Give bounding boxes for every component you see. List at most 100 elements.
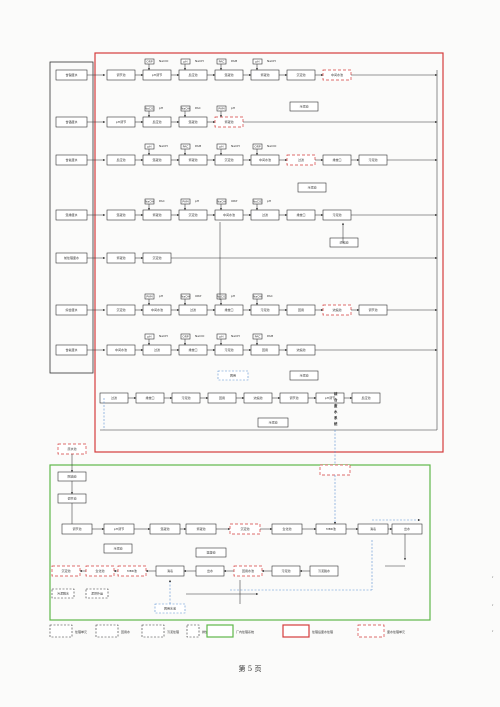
process-label: 回用水池 — [164, 606, 176, 611]
svg-text:r: r — [492, 575, 494, 579]
process-label: NaOH — [217, 200, 226, 204]
process-label: 过滤 — [262, 212, 268, 217]
process-label: 絮凝池 — [196, 526, 205, 531]
dosing-chemical: pH — [159, 294, 163, 298]
process-label: NaOH — [181, 295, 190, 299]
process-label: 浓缩池 — [339, 240, 348, 245]
process-label: 生化池 — [95, 568, 104, 573]
process-label: 隔油池 — [67, 474, 76, 479]
process-label: 中间水池 — [259, 157, 271, 162]
dosing-chemical: pH — [231, 106, 235, 110]
process-label: 调节池 — [72, 526, 81, 531]
dosing-chemical: pH — [159, 106, 163, 110]
process-label: 混排废水 — [65, 212, 77, 217]
red-system-frame — [94, 52, 444, 453]
process-label: 污泥池 — [332, 212, 341, 217]
legend-label: 处理后废水处理 — [312, 629, 333, 634]
process-label: 污泥池 — [299, 104, 308, 109]
dosing-chemical: PAM — [231, 59, 238, 63]
process-label: NaClO — [217, 295, 227, 299]
process-label: 排放口 — [296, 212, 305, 217]
process-label: 污泥池 — [268, 420, 277, 425]
process-label: 沉淀池 — [224, 157, 233, 162]
dosing-tag — [216, 105, 227, 112]
process-label: pH — [147, 335, 151, 339]
process-label: 排放口 — [145, 395, 154, 400]
process-label: 污泥池 — [368, 157, 377, 162]
process-label: 混凝池 — [224, 72, 233, 77]
process-label: 反应池 — [152, 119, 161, 124]
process-label: ORP — [146, 60, 152, 64]
process-label: 污泥池 — [181, 395, 190, 400]
legend-swatch — [206, 624, 234, 638]
process-label: NaOH — [181, 107, 190, 111]
process-label: 泥饼外运 — [91, 591, 103, 596]
process-label: 混凝池 — [206, 550, 215, 555]
process-label: 污泥脱水 — [318, 568, 330, 573]
process-label: 排放口 — [332, 157, 341, 162]
legend-label: 厂内处理系统 — [236, 629, 254, 634]
legend-label: 回用水 — [121, 629, 130, 634]
dosing-tag — [252, 143, 263, 150]
process-label: PAC — [219, 60, 225, 64]
process-label: 过滤 — [154, 347, 160, 352]
svg-text:系: 系 — [334, 415, 338, 420]
dosing-tag — [144, 58, 155, 65]
process-label: 过滤 — [111, 395, 117, 400]
dosing-tag — [180, 105, 191, 112]
process-label: 前处理废水 — [64, 255, 79, 260]
legend-swatch — [49, 624, 73, 638]
process-label: pH — [219, 335, 223, 339]
process-label: 调节池 — [116, 72, 125, 77]
page-number: 第 5 页 — [238, 665, 262, 673]
process-label: 排放口 — [188, 347, 197, 352]
process-label: 混凝池 — [160, 526, 169, 531]
legend-swatch — [95, 624, 119, 638]
dosing-chemical: NaOH — [267, 59, 276, 63]
dosing-chemical: NaClO — [159, 59, 169, 63]
process-label: NaClO — [145, 107, 155, 111]
dosing-tag — [180, 293, 191, 300]
dosing-chemical: PAC — [267, 294, 273, 298]
dosing-tag — [144, 105, 155, 112]
process-label: PAM — [182, 200, 189, 204]
process-box — [103, 543, 133, 554]
process-box — [391, 523, 423, 535]
legend-label: 排放 — [202, 629, 208, 634]
process-label: 沉淀池 — [296, 72, 305, 77]
dosing-tag — [180, 333, 191, 340]
dosing-tag — [144, 198, 155, 205]
process-label: pH调节 — [116, 119, 126, 124]
process-label: 过滤 — [298, 157, 304, 162]
reuse-box — [217, 370, 249, 381]
process-label: MBR池 — [127, 568, 137, 573]
process-label: 沉淀池 — [188, 212, 197, 217]
svg-text:水: 水 — [333, 409, 338, 414]
process-label: 回用 — [298, 308, 304, 312]
process-label: 混凝池 — [152, 157, 161, 162]
process-label: 中间水池 — [151, 307, 163, 312]
process-label: 混凝池 — [188, 119, 197, 124]
process-label: pH调节 — [114, 526, 124, 531]
process-box — [351, 392, 381, 404]
source-column-frame — [49, 61, 94, 374]
legend-label: 污泥处理 — [167, 629, 179, 634]
process-label: 反应池 — [188, 72, 197, 77]
process-label: 沉淀池 — [61, 568, 70, 573]
dosing-chemical: pH — [267, 199, 271, 203]
dosing-chemical: PAM — [195, 144, 202, 148]
process-label: 回用 — [219, 396, 225, 400]
legend-swatch — [282, 624, 310, 638]
process-label: 回用 — [230, 374, 236, 378]
green-system-frame — [49, 464, 431, 621]
process-box — [195, 547, 227, 558]
process-label: 消毒 — [370, 526, 376, 531]
dosing-chemical: NaOH — [231, 144, 240, 148]
vertical-system-label: 综 合 废 水 系 统 — [333, 391, 338, 426]
transfer-box — [319, 464, 351, 476]
sludge-box — [329, 237, 359, 248]
dosing-chemical: PAC — [195, 106, 201, 110]
process-label: 过滤 — [190, 307, 196, 312]
process-label: NaOH — [253, 295, 262, 299]
